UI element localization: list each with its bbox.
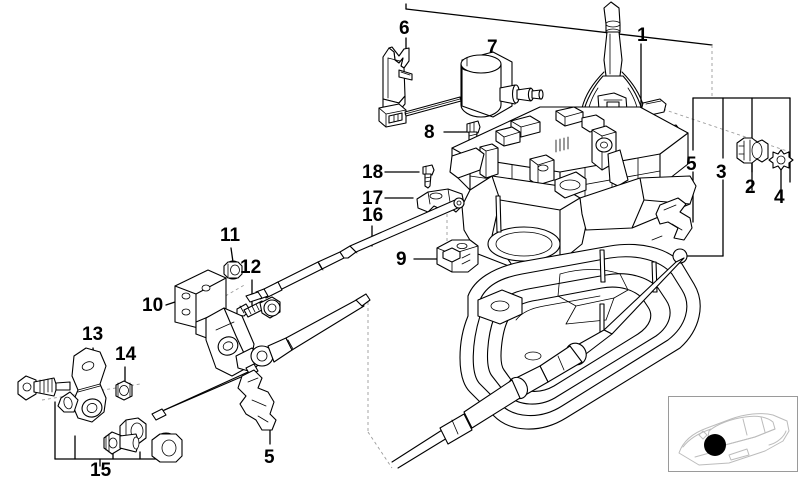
callout-6[interactable]: 6	[399, 18, 410, 39]
part-14-hex-nut	[115, 380, 133, 401]
part-13-lever	[71, 347, 107, 423]
part-4-star-washer	[768, 149, 794, 171]
part-9-cable-clamp	[436, 239, 479, 273]
callout-13[interactable]: 13	[82, 324, 104, 345]
callout-2[interactable]: 2	[745, 177, 756, 198]
part-2-bush	[736, 137, 769, 164]
callout-14[interactable]: 14	[115, 344, 137, 365]
callout-1[interactable]: 1	[637, 25, 648, 46]
part-6-bracket-connector	[378, 46, 413, 128]
callout-5-bottom[interactable]: 5	[264, 447, 275, 468]
vehicle-location-thumbnail	[668, 396, 798, 472]
part-3-bracket-ref	[651, 235, 663, 241]
part-5-clip-right	[655, 197, 693, 241]
callout-4[interactable]: 4	[774, 187, 785, 208]
callout-16[interactable]: 16	[362, 205, 384, 226]
part-15-repair-kit	[17, 375, 183, 463]
callout-9[interactable]: 9	[396, 249, 407, 270]
bowden-cable-lower	[391, 248, 688, 469]
part-11-bush	[223, 260, 243, 280]
vehicle-thumbnail-art	[669, 397, 797, 471]
callout-15[interactable]: 15	[90, 460, 112, 481]
centre-lever-cable	[151, 293, 371, 421]
callout-10[interactable]: 10	[142, 295, 164, 316]
callout-12[interactable]: 12	[240, 257, 262, 278]
callout-3[interactable]: 3	[716, 162, 727, 183]
part-18-bolt	[422, 164, 435, 189]
housing-neck-funnel	[461, 171, 697, 297]
callout-17[interactable]: 17	[362, 188, 384, 209]
part-7-solenoid	[404, 51, 544, 118]
callout-7[interactable]: 7	[487, 37, 498, 58]
location-marker-dot	[704, 434, 726, 456]
part-12-hex-bolt	[236, 296, 281, 319]
part-16-shift-rod	[245, 197, 465, 303]
callout-5-right[interactable]: 5	[686, 154, 697, 175]
part-5-clip-bottom	[237, 369, 277, 431]
callout-18[interactable]: 18	[362, 162, 384, 183]
callout-11[interactable]: 11	[220, 225, 241, 246]
callout-8[interactable]: 8	[424, 122, 435, 143]
